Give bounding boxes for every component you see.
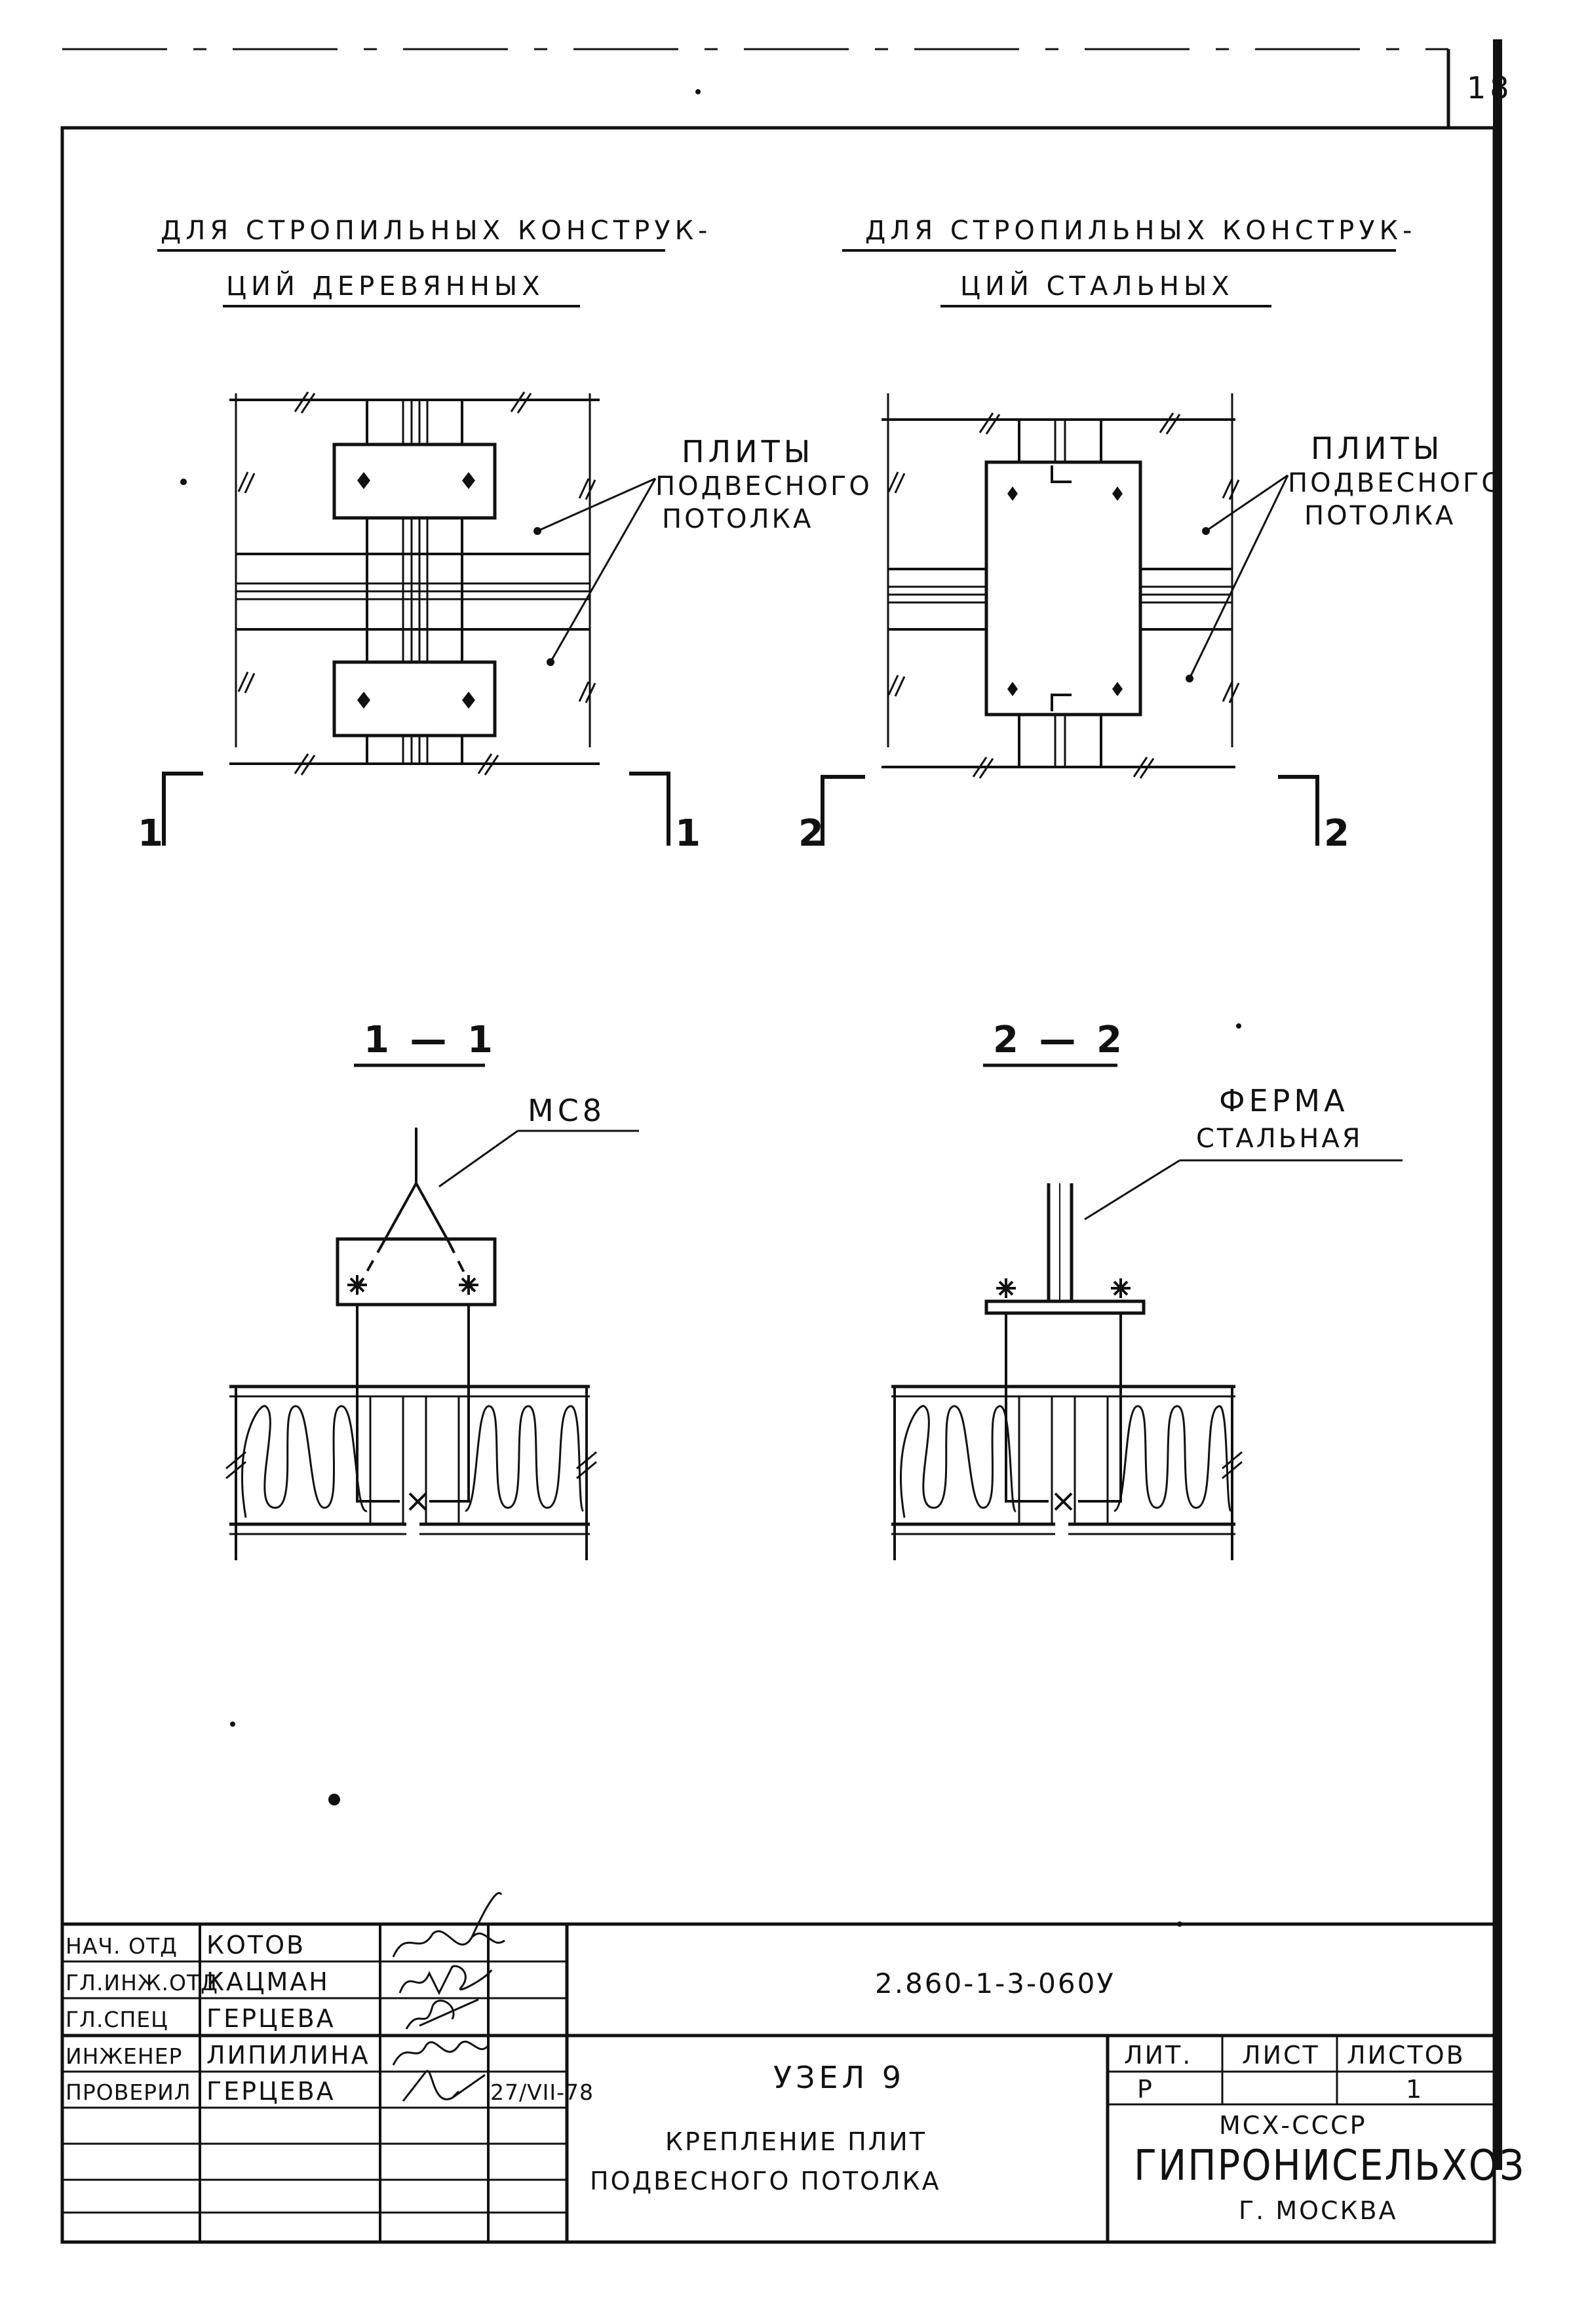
desc-line2: ПОДВЕСНОГО ПОТОЛКА [590, 2167, 941, 2196]
section-2-welds [996, 1278, 1131, 1511]
callout-steel-line2: ПОДВЕСНОГО [1288, 468, 1505, 498]
tb-name-2: ГЕРЦЕВА [206, 2004, 336, 2033]
callout-timber: ПЛИТЫ ПОДВЕСНОГО ПОТОЛКА [533, 434, 872, 666]
ministry: МСХ-СССР [1219, 2111, 1367, 2140]
tb-name-0: КОТОВ [206, 1931, 305, 1960]
sheet-frame [60, 39, 1502, 2244]
tb-name-3: ЛИПИЛИНА [206, 2041, 370, 2070]
section-mark-2 [821, 775, 1319, 846]
scan-specks [180, 89, 1241, 1927]
desc-line1: КРЕПЛЕНИЕ ПЛИТ [665, 2127, 927, 2156]
tb-date: 27/VII-78 [490, 2079, 594, 2105]
plan-timber [229, 391, 600, 776]
callout-steel: ПЛИТЫ ПОДВЕСНОГО ПОТОЛКА [1186, 431, 1505, 682]
city: Г. МОСКВА [1239, 2196, 1398, 2225]
tb-name-1: КАЦМАН [206, 1967, 330, 1996]
col-sheets: ЛИСТОВ [1347, 2041, 1465, 2070]
sheets-value: 1 [1406, 2075, 1423, 2104]
callout-steel-line3: ПОТОЛКА [1304, 501, 1456, 531]
heading-wood: ДЛЯ СТРОПИЛЬНЫХ КОНСТРУК- ЦИЙ ДЕРЕВЯННЫХ [157, 216, 712, 307]
section-mark-1-right: 1 [675, 812, 705, 855]
tb-role-2: ГЛ.СПЕЦ [66, 2007, 168, 2032]
tb-role-3: ИНЖЕНЕР [66, 2043, 182, 2069]
heading-steel-line1: ДЛЯ СТРОПИЛЬНЫХ КОНСТРУК- [865, 216, 1416, 246]
heading-wood-line2: ЦИЙ ДЕРЕВЯННЫХ [226, 270, 545, 302]
callout-timber-line2: ПОДВЕСНОГО [655, 471, 872, 502]
doc-code: 2.860-1-3-060У [875, 1967, 1115, 1999]
section-2-label-line1: ФЕРМА [1219, 1083, 1349, 1118]
signatures [392, 1892, 505, 2102]
section-2-drawing [891, 1159, 1403, 1560]
plan-steel [881, 393, 1240, 779]
org-name: ГИПРОНИСЕЛЬХОЗ [1134, 2142, 1525, 2190]
heading-steel-line2: ЦИЙ СТАЛЬНЫХ [960, 270, 1234, 302]
section-mark-1 [162, 772, 670, 846]
plan-timber-fasteners [357, 472, 475, 709]
section-2-label-line2: СТАЛЬНАЯ [1196, 1124, 1363, 1154]
col-lit: ЛИТ. [1124, 2041, 1192, 2070]
section-1-label: МС8 [528, 1093, 606, 1128]
heading-steel: ДЛЯ СТРОПИЛЬНЫХ КОНСТРУК- ЦИЙ СТАЛЬНЫХ [842, 216, 1416, 307]
node-title: УЗЕЛ 9 [773, 2060, 905, 2095]
tb-role-0: НАЧ. ОТД [66, 1933, 178, 1959]
title-block [62, 1922, 1494, 2242]
section-mark-1-left: 1 [138, 812, 167, 855]
section-1-title: 1 — 1 [364, 1019, 497, 1061]
tb-name-4: ГЕРЦЕВА [206, 2077, 336, 2106]
callout-timber-line1: ПЛИТЫ [682, 434, 814, 469]
section-mark-2-right: 2 [1324, 812, 1353, 855]
section-1-welds [347, 1275, 478, 1511]
col-sheet: ЛИСТ [1242, 2041, 1320, 2070]
lit-value: Р [1137, 2075, 1154, 2104]
section-1-drawing [225, 1128, 639, 1560]
callout-timber-line3: ПОТОЛКА [662, 504, 813, 534]
heading-wood-line1: ДЛЯ СТРОПИЛЬНЫХ КОНСТРУК- [161, 216, 712, 246]
plan-steel-fasteners [1007, 486, 1123, 696]
tb-role-4: ПРОВЕРИЛ [66, 2079, 191, 2105]
tb-role-1: ГЛ.ИНЖ.ОТД [66, 1970, 218, 1996]
callout-steel-line1: ПЛИТЫ [1311, 431, 1443, 466]
section-mark-2-left: 2 [798, 812, 828, 855]
section-2-title: 2 — 2 [993, 1019, 1126, 1061]
page-number: 18 [1467, 70, 1513, 106]
